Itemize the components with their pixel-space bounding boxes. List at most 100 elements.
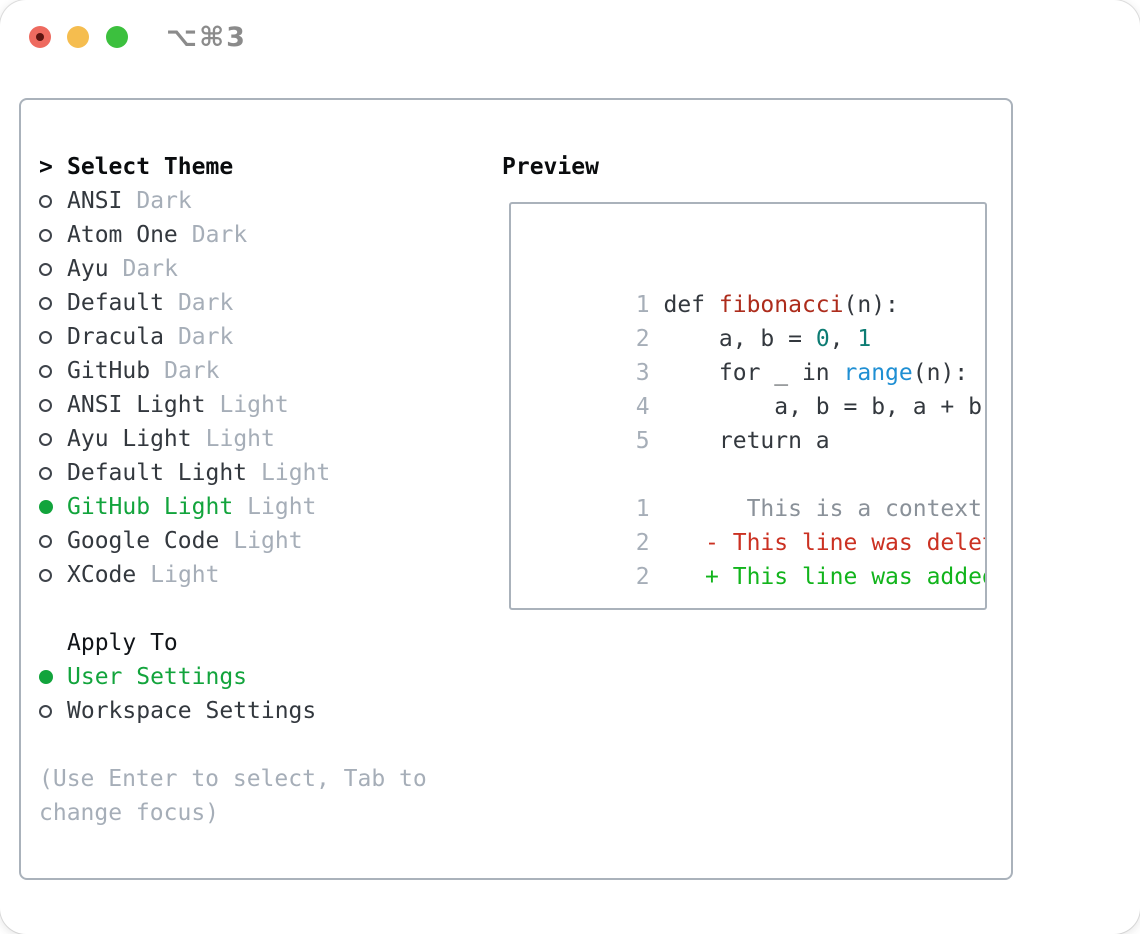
token-function: fibonacci xyxy=(718,292,844,318)
radio-icon xyxy=(39,534,52,548)
theme-tag: Dark xyxy=(164,358,220,384)
theme-name: ANSI Light xyxy=(67,392,206,418)
context-text: This is a context line. xyxy=(746,496,982,522)
theme-picker-panel: > Select Theme ANSI Dark Atom One Dark A… xyxy=(19,98,1013,880)
preview-title: Preview xyxy=(502,154,599,180)
token: for _ in xyxy=(663,360,844,386)
token: a, b = xyxy=(663,326,816,352)
theme-option-default-dark[interactable]: Default Dark xyxy=(39,286,427,320)
theme-name: Default xyxy=(67,290,164,316)
deleted-text: - This line was deleted. xyxy=(705,530,985,556)
minimize-button[interactable] xyxy=(67,26,89,48)
theme-option-github-dark[interactable]: GitHub Dark xyxy=(39,354,427,388)
code-line: 5 return a xyxy=(525,390,985,454)
keyboard-hint-line-2: change focus) xyxy=(39,800,220,826)
radio-icon xyxy=(39,704,52,718)
select-theme-title: Select Theme xyxy=(67,154,234,180)
theme-name: ANSI xyxy=(67,188,123,214)
code-line: 3 for _ in range(n): xyxy=(525,322,985,386)
theme-list-header: > Select Theme xyxy=(39,150,427,184)
radio-selected-icon xyxy=(39,670,53,684)
line-number: 1 xyxy=(635,292,664,318)
diff-context-line: 1 This is a context line. xyxy=(525,458,985,522)
theme-option-google-code-light[interactable]: Google Code Light xyxy=(39,524,427,558)
apply-option-workspace-settings[interactable]: Workspace Settings xyxy=(39,694,427,728)
theme-option-atom-one-dark[interactable]: Atom One Dark xyxy=(39,218,427,252)
theme-name: Atom One xyxy=(67,222,178,248)
apply-option-label: Workspace Settings xyxy=(67,698,317,724)
theme-tag: Light xyxy=(219,392,289,418)
theme-name: Ayu Light xyxy=(67,426,192,452)
window-title: ⌥⌘3 xyxy=(166,22,247,53)
keyboard-hint-line-1: (Use Enter to select, Tab to xyxy=(39,766,427,792)
theme-list: > Select Theme ANSI Dark Atom One Dark A… xyxy=(39,150,427,830)
theme-name: Dracula xyxy=(67,324,164,350)
token-number: 0 xyxy=(815,326,830,352)
theme-option-xcode-light[interactable]: XCode Light xyxy=(39,558,427,592)
radio-selected-icon xyxy=(39,500,53,514)
apply-option-user-settings[interactable]: User Settings xyxy=(39,660,427,694)
theme-option-github-light[interactable]: GitHub Light Light xyxy=(39,490,427,524)
line-number: 2 xyxy=(635,530,664,556)
preview-code-box: 1 def fibonacci(n): 2 a, b = 0, 1 3 for … xyxy=(509,202,987,610)
radio-icon xyxy=(39,194,52,208)
theme-tag: Light xyxy=(261,460,331,486)
token-number: 1 xyxy=(857,326,872,352)
theme-option-default-light[interactable]: Default Light Light xyxy=(39,456,427,490)
zoom-button[interactable] xyxy=(106,26,128,48)
theme-option-ansi-dark[interactable]: ANSI Dark xyxy=(39,184,427,218)
theme-tag: Light xyxy=(233,528,303,554)
radio-icon xyxy=(39,466,52,480)
apply-option-label: User Settings xyxy=(67,664,248,690)
diff-deleted-line: 2 - This line was deleted. xyxy=(525,492,985,556)
focus-caret-icon: > xyxy=(39,154,53,180)
theme-name: Default Light xyxy=(67,460,248,486)
radio-icon xyxy=(39,330,52,344)
radio-icon xyxy=(39,432,52,446)
theme-tag: Dark xyxy=(136,188,192,214)
close-button[interactable] xyxy=(29,26,51,48)
line-number: 5 xyxy=(635,428,664,454)
apply-to-header: Apply To xyxy=(39,626,427,660)
line-number: 2 xyxy=(635,326,664,352)
theme-name: GitHub xyxy=(67,358,151,384)
theme-tag: Dark xyxy=(177,324,234,350)
radio-icon xyxy=(39,228,52,242)
added-text: + This line was added. xyxy=(663,564,987,590)
radio-icon xyxy=(39,364,52,378)
theme-tag: Dark xyxy=(177,290,234,316)
section-gap xyxy=(39,592,427,626)
theme-tag: Light xyxy=(247,494,317,520)
theme-option-dracula-dark[interactable]: Dracula Dark xyxy=(39,320,427,354)
theme-tag: Light xyxy=(150,562,220,588)
token: (n): xyxy=(843,292,899,318)
theme-tag: Dark xyxy=(191,222,248,248)
code-line: 2 a, b = 0, 1 xyxy=(525,288,985,352)
line-number: 3 xyxy=(635,360,664,386)
line-number: 1 xyxy=(635,496,664,522)
theme-name: XCode xyxy=(67,562,137,588)
diff-added-line: 2 + This line was added. xyxy=(525,526,985,590)
token: , xyxy=(829,326,858,352)
window-titlebar: ⌥⌘3 xyxy=(0,0,1140,76)
code-line: 1 def fibonacci(n): xyxy=(525,254,985,318)
radio-icon xyxy=(39,296,52,310)
token: a, b = b, a + b xyxy=(663,394,982,420)
line-number: 4 xyxy=(635,394,664,420)
radio-icon xyxy=(39,398,52,412)
theme-option-ayu-light[interactable]: Ayu Light Light xyxy=(39,422,427,456)
theme-name: Google Code xyxy=(67,528,220,554)
theme-tag: Light xyxy=(205,426,275,452)
theme-option-ansi-light[interactable]: ANSI Light Light xyxy=(39,388,427,422)
theme-tag: Dark xyxy=(122,256,178,282)
token: (n): xyxy=(912,360,969,386)
theme-option-ayu-dark[interactable]: Ayu Dark xyxy=(39,252,427,286)
token-builtin: range xyxy=(843,360,913,386)
radio-icon xyxy=(39,568,52,582)
section-gap xyxy=(39,728,427,762)
apply-to-title: Apply To xyxy=(67,630,178,656)
token: def xyxy=(663,292,719,318)
radio-icon xyxy=(39,262,52,276)
token: return a xyxy=(663,428,830,454)
